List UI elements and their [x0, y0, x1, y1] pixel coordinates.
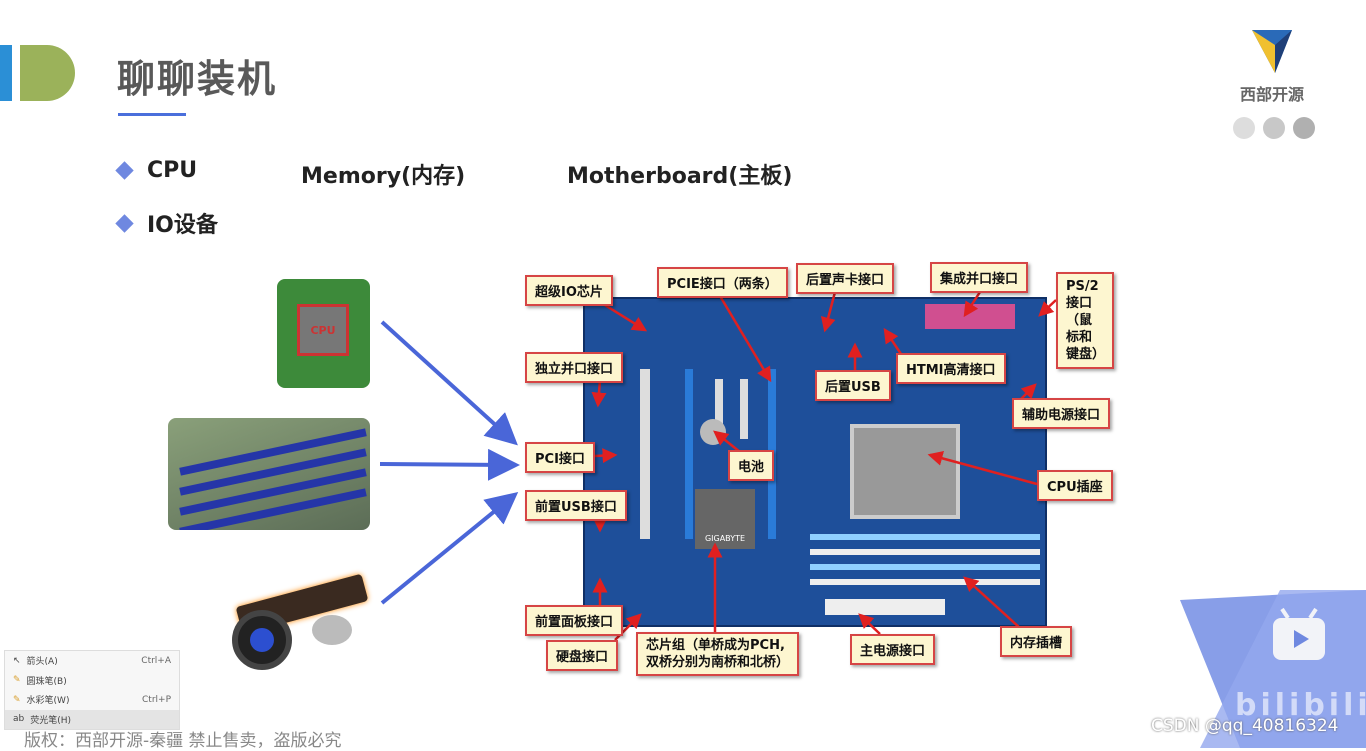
menu-label: 箭头(A)	[26, 657, 58, 668]
menu-shortcut: Ctrl+A	[141, 655, 171, 666]
label-super-io: 超级IO芯片	[525, 275, 613, 306]
arrow-cpu	[380, 320, 518, 446]
label-rear-audio: 后置声卡接口	[796, 263, 895, 294]
slide-dots	[1233, 117, 1315, 139]
label-hdmi: HTMI高清接口	[896, 353, 1006, 384]
highlighter-icon: ab	[13, 714, 25, 725]
menu-shortcut: Ctrl+P	[142, 694, 171, 705]
bilibili-watermark	[1180, 590, 1366, 748]
menu-item-highlighter[interactable]: ab 荧光笔(H)	[5, 709, 179, 729]
brand-name: 西部开源	[1239, 85, 1304, 104]
label-parallel-standalone: 独立并口接口	[525, 352, 624, 383]
page-title: 聊聊装机	[117, 57, 278, 101]
label-front-panel: 前置面板接口	[525, 605, 624, 636]
bullet-memory: Memory(内存)	[301, 164, 466, 189]
cpu-socket-mark: CPU	[297, 304, 349, 356]
cpu-photo: CPU	[277, 279, 370, 388]
csdn-watermark: CSDN @qq_40816324	[1151, 716, 1339, 736]
bullet-motherboard: Motherboard(主板)	[567, 164, 793, 189]
bullet-row-2: IO设备	[115, 207, 218, 239]
label-hdd: 硬盘接口	[546, 640, 619, 671]
label-ps2: PS/2接口（鼠标和键盘）	[1056, 272, 1114, 369]
bullet-cpu: CPU	[147, 158, 198, 183]
brand-logo: 西部开源	[1232, 25, 1312, 105]
label-rear-usb: 后置USB	[815, 370, 891, 401]
arrow-memory	[379, 448, 520, 481]
menu-label: 水彩笔(W)	[26, 696, 70, 707]
menu-item-ballpoint[interactable]: ✎ 圆珠笔(B)	[5, 671, 179, 691]
label-battery: 电池	[728, 450, 775, 481]
logo-green-shape	[20, 45, 75, 101]
label-parallel-integrated: 集成并口接口	[930, 262, 1029, 293]
label-front-usb: 前置USB接口	[525, 490, 627, 521]
logo-blue-bar	[0, 45, 12, 101]
arrow-io	[380, 491, 519, 605]
bullet-row-1: CPU	[115, 158, 198, 183]
menu-label: 圆珠笔(B)	[26, 676, 67, 687]
menu-item-watercolor[interactable]: ✎ 水彩笔(W) Ctrl+P	[5, 690, 179, 710]
title-underline	[118, 113, 186, 116]
io-devices-photo	[222, 555, 370, 672]
bullet-io: IO设备	[147, 213, 218, 238]
label-pci: PCI接口	[525, 442, 595, 473]
bilibili-text: bilibili	[1235, 688, 1366, 723]
pen-context-menu: ↖ 箭头(A) Ctrl+A ✎ 圆珠笔(B) ✎ 水彩笔(W) Ctrl+P ab 荧光笔…	[4, 650, 180, 730]
label-memory-slot: 内存插槽	[1000, 626, 1073, 657]
menu-label: 荧光笔(H)	[30, 715, 72, 726]
label-pcie: PCIE接口（两条）	[657, 267, 788, 298]
label-cpu-socket: CPU插座	[1037, 470, 1113, 501]
label-chipset: 芯片组（单桥成为PCH, 双桥分别为南桥和北桥）	[636, 632, 800, 676]
arrow-cursor-icon: ↖	[13, 655, 21, 666]
copyright-footer: 版权：西部开源-秦疆 禁止售卖，盗版必究	[24, 731, 342, 751]
label-chipset-line2: 双桥分别为南桥和北桥）	[646, 655, 790, 670]
memory-photo	[168, 418, 370, 530]
pencil-icon: ✎	[13, 694, 21, 705]
menu-item-arrow[interactable]: ↖ 箭头(A) Ctrl+A	[5, 651, 179, 671]
chipset-heatsink: GIGABYTE	[695, 489, 755, 549]
label-chipset-line1: 芯片组（单桥成为PCH,	[646, 638, 785, 653]
brand-triangle-icon	[1252, 30, 1292, 73]
label-aux-power: 辅助电源接口	[1012, 398, 1111, 429]
label-main-power: 主电源接口	[850, 634, 936, 665]
pen-icon: ✎	[13, 675, 21, 686]
motherboard-image: GIGABYTE	[583, 297, 1047, 627]
